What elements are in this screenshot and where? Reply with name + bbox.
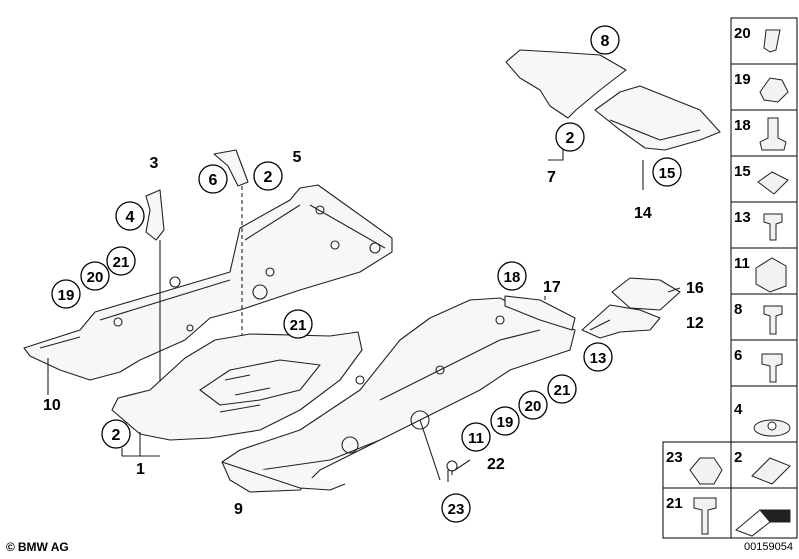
callout-8: 8 <box>590 25 620 55</box>
side-part-20: 20 <box>734 25 751 42</box>
callout-3: 3 <box>150 155 159 172</box>
label-17: 17 <box>543 279 561 296</box>
side-part-13: 13 <box>734 209 751 226</box>
svg-text:6: 6 <box>209 172 218 189</box>
underbody-panel-left <box>23 184 393 381</box>
callout-2c: 2 <box>101 419 131 449</box>
bracket-nut-icon <box>755 257 787 293</box>
side-part-23: 23 <box>666 449 683 466</box>
spring-clip-icon <box>757 171 789 195</box>
callout-21c: 21 <box>547 374 577 404</box>
copyright-text: BMW AG <box>17 540 69 554</box>
svg-text:23: 23 <box>448 501 465 518</box>
label-10: 10 <box>43 397 61 414</box>
expansion-rivet-icon <box>759 117 787 151</box>
side-part-18: 18 <box>734 117 751 134</box>
clip-2-icon <box>751 457 791 485</box>
svg-text:4: 4 <box>126 209 135 226</box>
callout-20b: 20 <box>518 390 548 420</box>
copyright-notice: © BMW AG <box>6 540 69 554</box>
side-part-2: 2 <box>734 449 742 466</box>
svg-text:20: 20 <box>87 269 104 286</box>
screw-21-icon <box>693 497 717 535</box>
label-22: 22 <box>487 456 505 473</box>
callout-2b: 2 <box>253 161 283 191</box>
svg-text:2: 2 <box>264 169 273 186</box>
part-15-cover <box>594 85 721 151</box>
label-7: 7 <box>547 169 556 186</box>
svg-text:2: 2 <box>566 130 575 147</box>
svg-text:20: 20 <box>525 398 542 415</box>
part-12-bracket <box>581 304 661 339</box>
side-part-numbers: 20 19 18 15 13 11 8 6 4 23 2 21 <box>666 25 751 512</box>
bolt-6-icon <box>761 353 783 383</box>
side-part-15: 15 <box>734 163 751 180</box>
bolt-8-icon <box>763 305 783 335</box>
plain-labels: 7 14 10 1 17 16 12 22 9 <box>43 169 704 518</box>
label-1: 1 <box>136 461 145 478</box>
svg-text:19: 19 <box>497 414 514 431</box>
svg-text:19: 19 <box>58 287 75 304</box>
label-12: 12 <box>686 315 704 332</box>
callout-18: 18 <box>497 261 527 291</box>
bolt-13-icon <box>763 213 783 241</box>
parts-drawing <box>23 49 721 493</box>
side-part-21: 21 <box>666 495 683 512</box>
callout-5: 5 <box>293 149 302 166</box>
hex-nut-icon <box>689 457 723 485</box>
side-part-drawings <box>689 29 791 537</box>
bracket-part-4 <box>145 189 165 241</box>
callout-11: 11 <box>461 422 491 452</box>
svg-text:2: 2 <box>112 427 121 444</box>
svg-text:8: 8 <box>601 33 610 50</box>
side-part-19: 19 <box>734 71 751 88</box>
svg-text:18: 18 <box>504 269 521 286</box>
svg-text:21: 21 <box>290 317 307 334</box>
callout-23: 23 <box>441 493 471 523</box>
callout-15: 15 <box>652 157 682 187</box>
side-part-11: 11 <box>734 255 750 272</box>
part-16-bracket <box>611 277 681 311</box>
label-9: 9 <box>234 501 243 518</box>
label-14: 14 <box>634 205 652 222</box>
svg-text:5: 5 <box>293 149 302 166</box>
side-part-4: 4 <box>734 401 743 418</box>
callout-19: 19 <box>51 279 81 309</box>
clip-nut-icon <box>763 29 781 53</box>
svg-text:13: 13 <box>590 350 607 367</box>
callout-21: 21 <box>106 246 136 276</box>
part-8-cover <box>505 49 627 119</box>
side-part-8: 8 <box>734 301 742 318</box>
copyright-symbol: © <box>6 540 15 554</box>
callout-6: 6 <box>198 164 228 194</box>
callout-19b: 19 <box>490 406 520 436</box>
svg-text:3: 3 <box>150 155 159 172</box>
callouts: 8 2 15 3 5 6 2 4 21 20 19 18 21 13 2 11 … <box>51 25 682 523</box>
label-16: 16 <box>686 280 704 297</box>
svg-text:15: 15 <box>659 165 676 182</box>
svg-text:21: 21 <box>554 382 571 399</box>
callout-20: 20 <box>80 261 110 291</box>
svg-text:11: 11 <box>468 430 484 447</box>
callout-4: 4 <box>115 201 145 231</box>
document-number: 00159054 <box>744 541 793 553</box>
callout-13: 13 <box>583 342 613 372</box>
nut-cap-icon <box>759 77 789 103</box>
callout-21b: 21 <box>283 309 313 339</box>
bracket-part-5 <box>213 149 249 187</box>
underbody-panel-1 <box>111 331 363 441</box>
callout-2: 2 <box>555 122 585 152</box>
side-part-6: 6 <box>734 347 742 364</box>
part-17-strip <box>504 295 576 331</box>
svg-text:21: 21 <box>113 254 130 271</box>
